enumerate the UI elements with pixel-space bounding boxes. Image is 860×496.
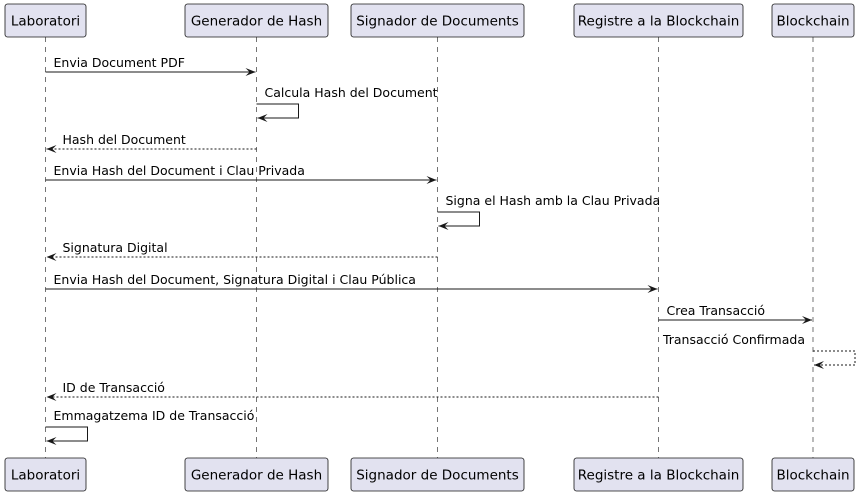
- participant-row-top: Laboratori Generador de Hash Signador de D…: [4, 3, 855, 38]
- participant-label: Signador de Documents: [356, 468, 519, 484]
- messages: Envia Document PDF Calcula Hash del Docum…: [45, 55, 856, 445]
- arrowhead: [46, 253, 57, 261]
- message-11: Emmagatzema ID de Transacció: [45, 408, 255, 445]
- message-label: Emmagatzema ID de Transacció: [54, 408, 255, 423]
- message-label: Transacció Confirmada: [662, 332, 805, 347]
- participant-label: Blockchain: [776, 468, 849, 484]
- arrowhead: [245, 68, 256, 76]
- participant-label: Signador de Documents: [356, 14, 519, 30]
- message-label: Hash del Document: [63, 132, 186, 147]
- message-label: Crea Transacció: [667, 303, 765, 318]
- arrowhead: [426, 176, 437, 184]
- message-7: Envia Hash del Document, Signatura Digit…: [45, 272, 658, 293]
- arrowhead: [257, 114, 268, 122]
- participant-label: Generador de Hash: [191, 468, 322, 484]
- message-9: Transacció Confirmada: [662, 332, 856, 369]
- participant-label: Blockchain: [776, 14, 849, 30]
- participant-label: Laboratori: [11, 468, 80, 484]
- message-label: Calcula Hash del Document: [265, 85, 438, 100]
- participant-sign-top: Signador de Documents: [350, 3, 525, 38]
- participant-hash-top: Generador de Hash: [184, 3, 329, 38]
- message-1: Envia Document PDF: [45, 55, 256, 76]
- message-10: ID de Transacció: [46, 380, 659, 401]
- self-loop: [813, 350, 856, 366]
- arrowhead: [46, 437, 57, 445]
- participant-sign-bottom: Signador de Documents: [350, 457, 525, 492]
- message-4: Envia Hash del Document i Clau Privada: [45, 163, 437, 184]
- arrowhead: [647, 285, 658, 293]
- participant-label: Laboratori: [11, 14, 80, 30]
- message-label: Envia Hash del Document, Signatura Digit…: [54, 272, 416, 287]
- lifelines: [45, 37, 814, 458]
- self-loop: [437, 211, 480, 227]
- participant-bc-bottom: Blockchain: [771, 457, 855, 492]
- participant-reg-top: Registre a la Blockchain: [573, 3, 744, 38]
- arrowhead: [802, 316, 812, 324]
- participant-box: [184, 457, 329, 492]
- participant-bc-top: Blockchain: [771, 3, 855, 38]
- participant-box: [350, 457, 525, 492]
- participant-box: [573, 457, 744, 492]
- participant-box: [771, 3, 855, 38]
- participant-lab-bottom: Laboratori: [4, 457, 87, 492]
- participant-box: [4, 3, 87, 38]
- message-8: Crea Transacció: [658, 303, 812, 324]
- message-6: Signatura Digital: [46, 240, 438, 261]
- participant-box: [4, 457, 87, 492]
- message-3: Hash del Document: [46, 132, 257, 153]
- arrowhead: [46, 145, 57, 153]
- message-label: ID de Transacció: [63, 380, 165, 395]
- participant-reg-bottom: Registre a la Blockchain: [573, 457, 744, 492]
- participant-row-bottom: Laboratori Generador de Hash Signador de D…: [4, 457, 855, 492]
- message-label: Signa el Hash amb la Clau Privada: [446, 193, 661, 208]
- participant-box: [771, 457, 855, 492]
- message-label: Envia Document PDF: [54, 55, 185, 70]
- message-label: Signatura Digital: [63, 240, 168, 255]
- arrowhead: [814, 361, 824, 369]
- participant-label: Registre a la Blockchain: [578, 14, 740, 30]
- participant-hash-bottom: Generador de Hash: [184, 457, 329, 492]
- arrowhead: [46, 393, 57, 401]
- participant-lab-top: Laboratori: [4, 3, 87, 38]
- participant-label: Generador de Hash: [191, 14, 322, 30]
- message-2: Calcula Hash del Document: [256, 85, 438, 122]
- message-label: Envia Hash del Document i Clau Privada: [54, 163, 305, 178]
- participant-box: [350, 3, 525, 38]
- participant-label: Registre a la Blockchain: [578, 468, 740, 484]
- self-loop: [45, 426, 88, 442]
- arrowhead: [438, 222, 449, 230]
- self-loop: [256, 103, 299, 119]
- participant-box: [184, 3, 329, 38]
- participant-box: [573, 3, 744, 38]
- message-5: Signa el Hash amb la Clau Privada: [437, 193, 661, 230]
